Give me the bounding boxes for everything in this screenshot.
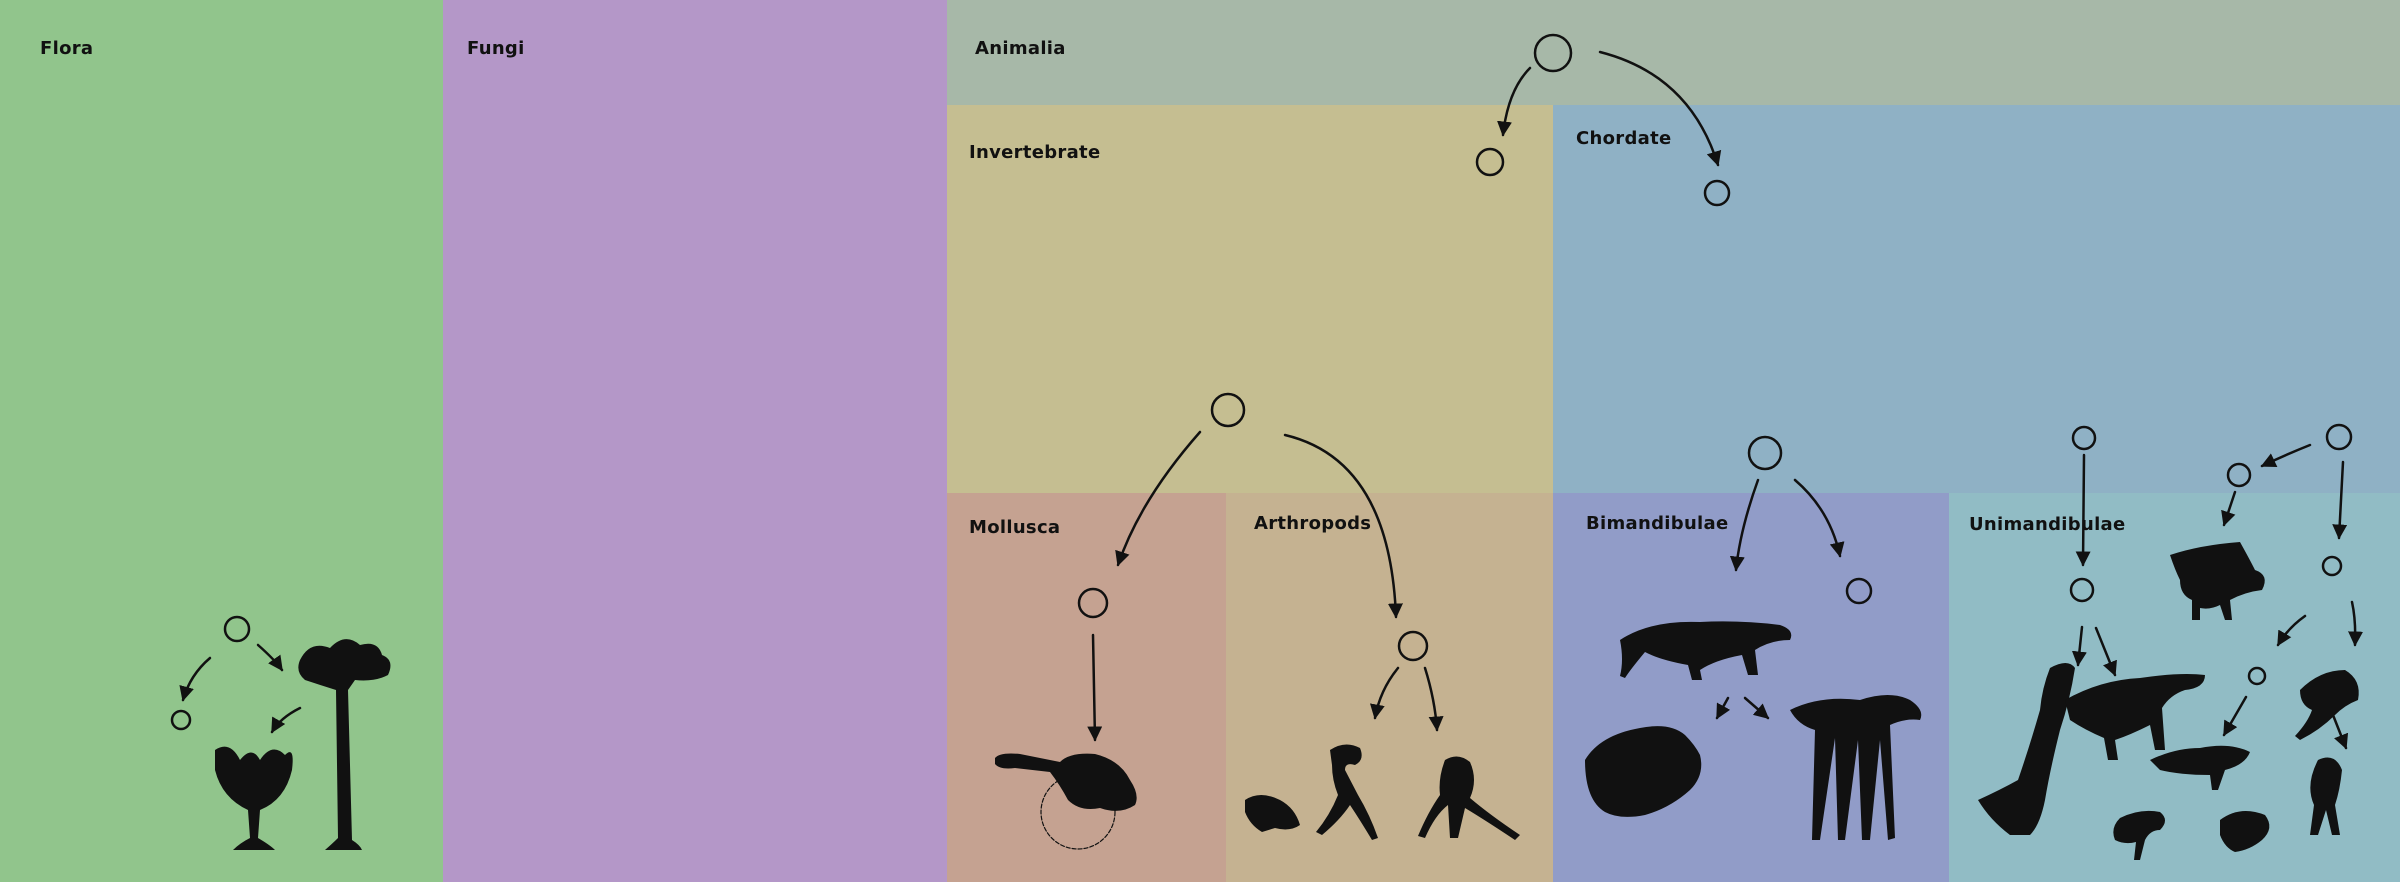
arrow-bimand-small-2 xyxy=(1743,696,1770,720)
node-chordate xyxy=(1703,179,1731,207)
silhouette-lizard xyxy=(2220,811,2270,852)
arrow-to-arthropods xyxy=(1283,433,1403,619)
node-flora xyxy=(223,615,251,643)
silhouette-biped xyxy=(2310,757,2342,835)
silhouette-reptile-long xyxy=(1620,621,1792,680)
label-animalia: Animalia xyxy=(975,38,1066,59)
arrow-uni-c-down xyxy=(2221,490,2237,527)
label-chordate: Chordate xyxy=(1576,128,1672,149)
label-flora: Flora xyxy=(40,38,94,59)
arrow-arthropods-right xyxy=(1423,666,1444,732)
arrow-flora-lower xyxy=(270,706,302,734)
node-invertebrate xyxy=(1475,147,1505,177)
node-bimandibulae-b xyxy=(1845,577,1873,605)
node-invertebrate-split xyxy=(1210,392,1246,428)
silhouette-climber xyxy=(2295,670,2359,740)
silhouette-reptile-crouched xyxy=(1585,726,1702,817)
arrow-uni-b-left xyxy=(2071,625,2087,667)
arrow-uni-e-left xyxy=(2276,614,2307,647)
silhouette-cup-plant xyxy=(215,746,293,850)
silhouette-sauropod xyxy=(1978,663,2075,835)
node-uni-a xyxy=(2071,425,2097,451)
silhouette-scorpion xyxy=(1316,744,1378,840)
arrow-uni-b-right xyxy=(2094,626,2117,677)
arrow-animalia-invertebrate xyxy=(1497,66,1532,137)
node-mollusca xyxy=(1077,587,1109,619)
silhouette-arthropod-small xyxy=(1245,795,1300,832)
silhouette-small-runner xyxy=(2113,810,2165,860)
arrow-animalia-chordate xyxy=(1598,50,1722,167)
arrow-uni-d-down xyxy=(2332,460,2348,540)
arrow-uni-f-down xyxy=(2222,695,2248,737)
label-unimandibulae: Unimandibulae xyxy=(1969,514,2126,535)
silhouette-stilt-walker xyxy=(1790,695,1922,840)
label-bimandibulae: Bimandibulae xyxy=(1586,513,1729,534)
label-invertebrate: Invertebrate xyxy=(969,142,1101,163)
region-fungi xyxy=(443,0,947,882)
arrow-uni-e-right xyxy=(2348,600,2364,647)
silhouette-winged xyxy=(2170,542,2265,620)
node-bimandibulae xyxy=(1747,435,1783,471)
arrow-bimand-small-1 xyxy=(1715,696,1731,720)
region-chordate xyxy=(1553,105,2400,493)
silhouette-glider xyxy=(2150,745,2250,790)
silhouette-quadruped xyxy=(2065,674,2205,760)
node-uni-d xyxy=(2325,423,2353,451)
arrow-uni-a-b xyxy=(2075,453,2091,567)
node-uni-c xyxy=(2226,462,2252,488)
region-bimandibulae xyxy=(1553,493,1949,882)
arrow-mollusca-down xyxy=(1087,633,1103,742)
region-animalia xyxy=(947,0,2400,105)
label-mollusca: Mollusca xyxy=(969,517,1061,538)
region-mollusca xyxy=(947,493,1226,882)
arrow-flora-left xyxy=(179,656,212,702)
arrow-arthropods-left xyxy=(1369,666,1400,720)
silhouette-spider xyxy=(1418,756,1520,840)
arrow-uni-d-c xyxy=(2260,443,2312,468)
region-invertebrate xyxy=(947,105,1553,493)
arrow-uni-small xyxy=(2331,713,2349,750)
silhouette-mollusc xyxy=(995,753,1137,811)
node-uni-e xyxy=(2321,555,2343,577)
node-uni-f xyxy=(2247,666,2267,686)
arrow-to-mollusca xyxy=(1115,430,1202,567)
arrow-flora-right xyxy=(256,643,284,672)
label-arthropods: Arthropods xyxy=(1254,513,1372,534)
arrow-bimandibulae-left xyxy=(1729,478,1760,572)
label-fungi: Fungi xyxy=(467,38,525,59)
node-flora-b xyxy=(170,709,192,731)
node-uni-b xyxy=(2069,577,2095,603)
arrow-bimandibulae-right xyxy=(1793,478,1845,558)
region-flora xyxy=(0,0,443,882)
node-arthropods xyxy=(1397,630,1429,662)
silhouette-tree xyxy=(298,639,391,850)
node-animalia xyxy=(1533,33,1573,73)
